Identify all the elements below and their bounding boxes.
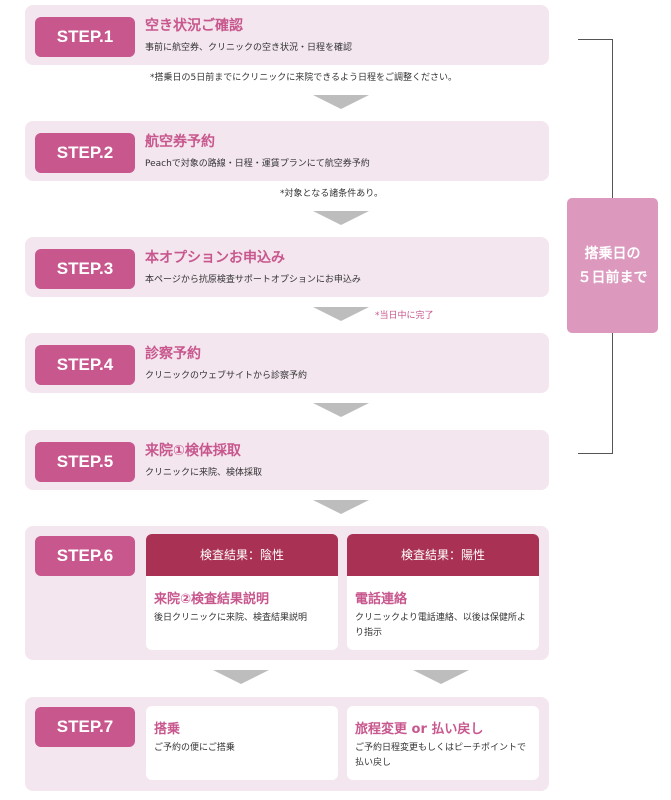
step-1: STEP.1 空き状況ご確認 事前に航空券、クリニックの空き状況・日程を確認 xyxy=(25,5,549,65)
step-4-desc: クリニックのウェブサイトから診察予約 xyxy=(145,371,308,381)
result-negative-head: 検査結果：陰性 xyxy=(146,534,338,576)
board-desc: ご予約の便にご搭乗 xyxy=(154,743,235,753)
arrow-5 xyxy=(313,500,369,514)
step-1-note: *搭乗日の5日前までにクリニックに来院できるよう日程をご調整ください。 xyxy=(150,73,458,83)
deadline-line-2: ５日前まで xyxy=(577,269,648,286)
step-1-desc: 事前に航空券、クリニックの空き状況・日程を確認 xyxy=(145,43,353,53)
deadline-line-1: 搭乗日の xyxy=(584,245,641,262)
result-positive-head: 検査結果：陽性 xyxy=(347,534,539,576)
board-card: 搭乗 ご予約の便にご搭乗 xyxy=(146,706,338,780)
step-4-badge: STEP.4 xyxy=(35,345,135,385)
arrow-4 xyxy=(313,403,369,417)
step-3-title: 本オプションお申込み xyxy=(145,250,285,266)
step-3-badge: STEP.3 xyxy=(35,249,135,289)
step-5: STEP.5 来院①検体採取 クリニックに来院、検体採取 xyxy=(25,430,549,490)
step-6-badge: STEP.6 xyxy=(35,536,135,576)
change-title: 旅程変更 or 払い戻し xyxy=(355,722,484,737)
step-7: STEP.7 搭乗 ご予約の便にご搭乗 旅程変更 or 払い戻し ご予約日程変更… xyxy=(25,697,549,791)
step-6: STEP.6 検査結果：陰性 来院②検査結果説明 後日クリニックに来院、検査結果… xyxy=(25,526,549,660)
step-2-badge: STEP.2 xyxy=(35,133,135,173)
change-card: 旅程変更 or 払い戻し ご予約日程変更もしくはピーチポイントで払い戻し xyxy=(347,706,539,780)
arrow-2 xyxy=(313,211,369,225)
step-4-title: 診察予約 xyxy=(145,346,201,362)
step-2-note: *対象となる諸条件あり。 xyxy=(280,189,384,199)
arrow-6-left xyxy=(213,670,269,684)
step-3: STEP.3 本オプションお申込み 本ページから抗原検査サポートオプションにお申… xyxy=(25,237,549,297)
arrow-6-right xyxy=(413,670,469,684)
result-positive-card: 検査結果：陽性 電話連絡 クリニックより電話連絡、以後は保健所より指示 xyxy=(347,534,539,650)
step-1-badge: STEP.1 xyxy=(35,17,135,57)
step-5-desc: クリニックに来院、検体採取 xyxy=(145,468,263,478)
board-title: 搭乗 xyxy=(154,722,181,737)
step-2-title: 航空券予約 xyxy=(145,134,215,150)
step-3-desc: 本ページから抗原検査サポートオプションにお申込み xyxy=(145,275,361,285)
change-desc: ご予約日程変更もしくはピーチポイントで払い戻し xyxy=(355,743,527,768)
step-5-title: 来院①検体採取 xyxy=(145,443,241,459)
result-positive-desc: クリニックより電話連絡、以後は保健所より指示 xyxy=(355,613,526,638)
arrow-1 xyxy=(313,95,369,109)
step-2: STEP.2 航空券予約 Peachで対象の路線・日程・運賃プランにて航空券予約 xyxy=(25,121,549,181)
step-3-note: *当日中に完了 xyxy=(375,311,434,321)
step-4: STEP.4 診察予約 クリニックのウェブサイトから診察予約 xyxy=(25,333,549,393)
step-2-desc: Peachで対象の路線・日程・運賃プランにて航空券予約 xyxy=(145,159,370,169)
step-1-title: 空き状況ご確認 xyxy=(145,18,243,34)
step-5-badge: STEP.5 xyxy=(35,442,135,482)
arrow-3 xyxy=(313,307,369,321)
result-positive-title: 電話連絡 xyxy=(355,592,408,607)
step-7-badge: STEP.7 xyxy=(35,707,135,747)
result-negative-title: 来院②検査結果説明 xyxy=(154,592,270,607)
result-negative-card: 検査結果：陰性 来院②検査結果説明 後日クリニックに来院、検査結果説明 xyxy=(146,534,338,650)
result-negative-desc: 後日クリニックに来院、検査結果説明 xyxy=(154,613,308,623)
deadline-box: 搭乗日の ５日前まで xyxy=(567,198,658,333)
